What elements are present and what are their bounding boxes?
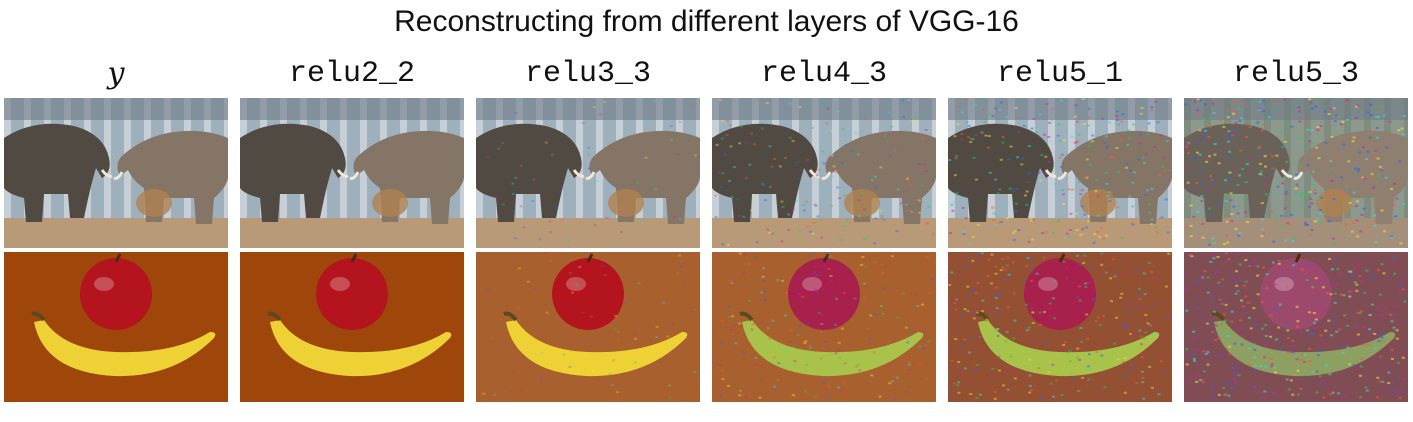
apple-and-banana-image [712, 252, 936, 402]
column-relu4_3: relu4_3 [712, 54, 936, 94]
column-label: relu5_3 [1232, 57, 1360, 91]
apple-and-banana-image [1184, 252, 1408, 402]
image-elephants-relu2_2 [240, 98, 464, 248]
elephants-image [1184, 98, 1408, 248]
elephants-image [948, 98, 1172, 248]
image-elephants-relu4_3 [712, 98, 936, 248]
column-relu5_1: relu5_1 [948, 54, 1172, 94]
column-relu3_3: relu3_3 [476, 54, 700, 94]
column-label: relu4_3 [760, 57, 888, 91]
figure-title: Reconstructing from different layers of … [394, 5, 1019, 38]
column-relu5_3: relu5_3 [1184, 54, 1408, 94]
column-input: y [4, 54, 228, 94]
image-apple-and-banana-relu5_1 [948, 252, 1172, 402]
column-label: relu3_3 [524, 57, 652, 91]
elephants-image [240, 98, 464, 248]
image-elephants-relu5_3 [1184, 98, 1408, 248]
image-apple-and-banana-relu5_3 [1184, 252, 1408, 402]
image-apple-and-banana-relu4_3 [712, 252, 936, 402]
apple-and-banana-image [476, 252, 700, 402]
apple-and-banana-image [240, 252, 464, 402]
column-label: y [107, 56, 125, 91]
elephants-image [476, 98, 700, 248]
image-elephants-relu5_1 [948, 98, 1172, 248]
apple-and-banana-image [4, 252, 228, 402]
elephants-image [4, 98, 228, 248]
elephants-image [712, 98, 936, 248]
image-elephants-input [4, 98, 228, 248]
image-apple-and-banana-relu3_3 [476, 252, 700, 402]
apple-and-banana-image [948, 252, 1172, 402]
image-apple-and-banana-relu2_2 [240, 252, 464, 402]
image-elephants-relu3_3 [476, 98, 700, 248]
column-label: relu2_2 [288, 57, 416, 91]
column-relu2_2: relu2_2 [240, 54, 464, 94]
column-label: relu5_1 [996, 57, 1124, 91]
image-apple-and-banana-input [4, 252, 228, 402]
